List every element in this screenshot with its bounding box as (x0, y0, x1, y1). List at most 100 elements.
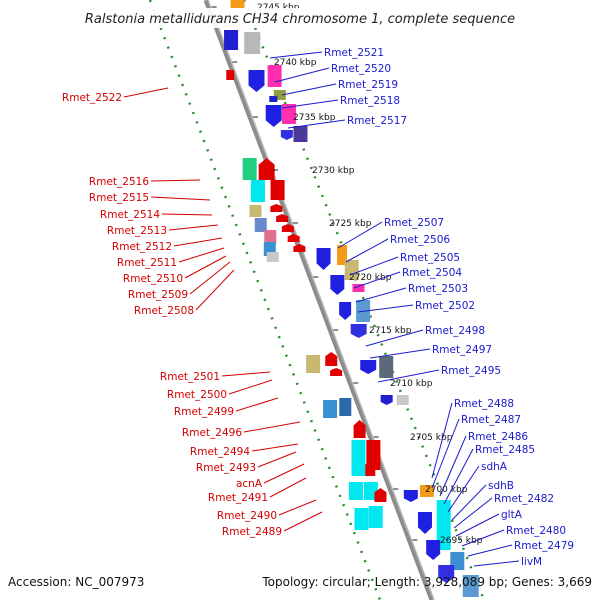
leader-right-14 (431, 402, 453, 479)
gene-label-left: Rmet_2512 (112, 241, 172, 253)
leader-lines (123, 51, 520, 567)
gene-label-right: Rmet_2507 (384, 217, 444, 229)
leader-left-1 (150, 179, 201, 182)
leader-left-4 (168, 224, 219, 231)
gene-block-34 (306, 355, 321, 373)
gene-block-50 (368, 506, 383, 528)
leader-right-12 (369, 348, 431, 359)
gene-block-41 (323, 400, 338, 418)
gene-arrow-up-25 (293, 244, 306, 252)
gene-block-53 (419, 485, 434, 497)
leader-right-15 (431, 418, 460, 489)
tick-label-9: 2700 kbp (425, 485, 468, 495)
gene-label-right: Rmet_2520 (331, 63, 391, 75)
gene-label-left: Rmet_2501 (160, 371, 220, 383)
gene-block-18 (264, 230, 277, 244)
gene-label-left: Rmet_2490 (217, 510, 277, 522)
gene-label-right: gltA (501, 509, 523, 521)
leader-right-5 (337, 221, 383, 249)
leader-right-1 (274, 67, 330, 83)
gene-arrow-down-33 (350, 324, 367, 338)
gene-arrow-down-10 (280, 130, 293, 140)
gene-arrow-down-54 (417, 512, 432, 534)
gene-block-0 (230, 0, 245, 8)
gene-label-left: Rmet_2514 (100, 209, 160, 221)
gene-arrow-down-30 (330, 275, 345, 295)
leader-left-7 (184, 255, 227, 279)
gene-label-right: Rmet_2480 (506, 525, 566, 537)
leader-right-22 (461, 529, 505, 547)
gene-label-right: Rmet_2517 (347, 115, 407, 127)
leader-left-0 (123, 87, 169, 98)
gene-label-left: Rmet_2511 (117, 257, 177, 269)
gene-label-right: Rmet_2505 (400, 252, 460, 264)
gene-arrow-up-22 (276, 214, 289, 222)
leader-left-2 (150, 196, 211, 201)
gene-block-27 (337, 245, 348, 265)
gene-block-11 (293, 126, 308, 142)
leader-right-4 (287, 119, 346, 129)
gene-block-49 (354, 508, 369, 530)
tick-label-8: 2705 kbp (410, 433, 453, 443)
gene-block-5 (267, 65, 282, 87)
tick-label-2: 2735 kbp (293, 113, 336, 123)
leader-right-23 (467, 544, 513, 557)
gene-block-28 (344, 260, 359, 280)
leader-left-16 (263, 463, 305, 484)
gene-labels-right: Rmet_2521Rmet_2520Rmet_2519Rmet_2518Rmet… (324, 47, 574, 568)
gene-label-right: Rmet_2521 (324, 47, 384, 59)
leader-left-10 (221, 371, 271, 377)
gene-label-right: Rmet_2497 (432, 344, 492, 356)
gene-label-left: Rmet_2499 (174, 406, 234, 418)
tick-label-10: 2695 kbp (440, 536, 483, 546)
leader-right-9 (355, 287, 407, 303)
gene-block-46 (348, 482, 363, 500)
gene-block-40 (396, 395, 409, 405)
gene-arrow-down-4 (248, 70, 265, 92)
leader-left-5 (173, 237, 223, 247)
gene-block-7 (269, 96, 278, 102)
gene-arrow-up-21 (270, 204, 283, 212)
gene-label-left: Rmet_2516 (89, 176, 149, 188)
leader-right-20 (453, 497, 493, 529)
gene-block-15 (270, 180, 285, 200)
leader-right-6 (345, 238, 389, 263)
gene-block-3 (226, 70, 235, 80)
gene-arrow-down-39 (380, 395, 393, 405)
gene-block-20 (266, 252, 279, 262)
gene-block-29 (352, 284, 365, 292)
topology-label: Topology: circular; Length: 3,928,089 bp… (261, 575, 592, 589)
leader-left-19 (283, 511, 323, 532)
gene-label-right: Rmet_2485 (475, 444, 535, 456)
gene-label-left: Rmet_2513 (107, 225, 167, 237)
gene-block-2 (224, 30, 239, 50)
gene-label-right: Rmet_2479 (514, 540, 574, 552)
tick-label-7: 2710 kbp (390, 379, 433, 389)
gene-label-left: Rmet_2491 (208, 492, 268, 504)
gene-label-left: Rmet_2496 (182, 427, 242, 439)
gene-label-left: Rmet_2510 (123, 273, 183, 285)
gene-arrow-up-24 (287, 234, 300, 242)
gene-label-right: Rmet_2488 (454, 398, 514, 410)
gene-label-right: Rmet_2498 (425, 325, 485, 337)
gene-label-left: Rmet_2509 (128, 289, 188, 301)
leader-left-11 (228, 379, 273, 395)
leader-right-24 (473, 560, 520, 567)
tick-label-1: 2740 kbp (274, 58, 317, 68)
gene-arrow-up-12 (258, 158, 275, 180)
leader-left-9 (195, 269, 235, 311)
gene-arrow-down-58 (438, 565, 455, 583)
gene-label-left: Rmet_2493 (196, 462, 256, 474)
leader-right-3 (281, 99, 339, 109)
leader-right-0 (269, 51, 323, 59)
leader-left-18 (278, 499, 317, 516)
gene-arrow-down-56 (426, 540, 441, 560)
accession-label: Accession: NC_007973 (8, 575, 144, 589)
leader-right-18 (447, 465, 480, 513)
gene-label-right: Rmet_2486 (468, 431, 528, 443)
gene-label-left: Rmet_2494 (190, 446, 250, 458)
leader-left-8 (189, 261, 231, 295)
leader-left-12 (235, 397, 279, 412)
chromosome-backbone (203, 0, 435, 600)
